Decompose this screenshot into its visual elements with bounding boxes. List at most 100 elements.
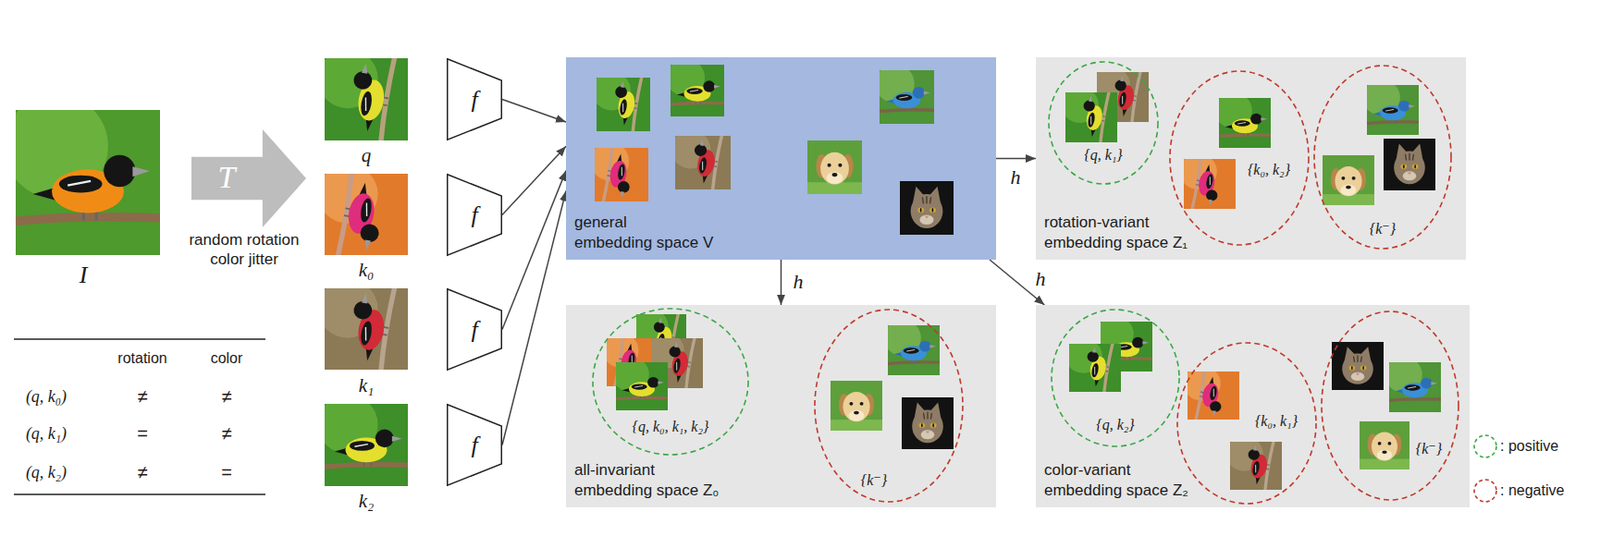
bird-head: [693, 143, 708, 158]
thumbnail-content: [1383, 138, 1436, 191]
branch: [1218, 135, 1271, 138]
bird-figure: [879, 86, 935, 113]
bird-figure: [684, 135, 727, 190]
bird-head: [702, 80, 715, 92]
bird-wing: [349, 441, 375, 452]
dog-face: [820, 152, 850, 185]
bird-head: [647, 377, 659, 388]
background-blur: [615, 362, 650, 393]
positive-ellipse: {q, k₀, k₁, k₂}: [591, 307, 750, 456]
background-blur: [670, 64, 705, 97]
bird-wing: [698, 157, 708, 174]
dog-eye: [1378, 442, 1382, 446]
cat-nose: [1355, 373, 1360, 377]
table-row-label: (q, k₂): [25, 462, 67, 484]
cat-pupil: [1362, 366, 1365, 370]
bird-beak: [132, 166, 150, 177]
bird-beak: [361, 62, 370, 74]
transform-arrow: T: [191, 129, 307, 228]
bird-figure: [1239, 442, 1280, 491]
thumbnail-image: [1359, 421, 1410, 470]
embedding-space-box: color-variant embedding space Z₂{q, k₂}{…: [1035, 305, 1470, 508]
thumbnail-content: [1389, 362, 1441, 413]
bird-figure: [15, 155, 160, 227]
table-cell: ≠: [137, 385, 148, 409]
bird-head: [1420, 378, 1432, 390]
bird-head: [912, 86, 925, 99]
thumbnail-image: [1065, 328, 1121, 408]
dog-face: [1334, 166, 1362, 197]
bird-head: [1398, 100, 1410, 112]
connector-arrow: [502, 146, 567, 215]
image-background: [901, 397, 954, 450]
legend-sample: [1474, 480, 1497, 503]
table-header: color: [210, 349, 244, 369]
cat-nose: [924, 216, 930, 220]
table-cell: ≠: [137, 461, 148, 485]
node-shape: [1320, 310, 1460, 502]
trapezoid-outline: [447, 174, 503, 257]
cat-eye: [930, 422, 937, 429]
thumbnail-image: [318, 31, 408, 169]
thumbnail-content: [1069, 344, 1121, 393]
bird-wing: [1404, 384, 1421, 391]
cat-eye: [929, 207, 936, 213]
thumbnail-content: [324, 404, 408, 487]
thumbnail-image: [590, 129, 649, 219]
node-shape: [191, 129, 307, 228]
cat-muzzle: [1403, 171, 1417, 181]
wing-bar: [1254, 465, 1257, 473]
thumbnail-content: [1331, 342, 1384, 391]
cat-eye: [1400, 163, 1407, 170]
table-header: rotation: [117, 349, 167, 369]
wing-bar: [363, 98, 369, 111]
bird-figure: [339, 288, 403, 370]
thumbnail-content: [879, 70, 935, 124]
image-background: [1331, 342, 1384, 391]
bird-wing: [1090, 362, 1100, 378]
node-shape: [1047, 61, 1159, 185]
wing-bar: [1093, 367, 1096, 375]
wing-bar: [67, 181, 91, 186]
line-spacer: [689, 460, 741, 477]
thumbnail-content: [887, 325, 940, 376]
ellipse-outline: [1051, 309, 1180, 447]
table-cell: =: [221, 461, 233, 485]
bird-beak: [1430, 381, 1438, 386]
bird-beak: [620, 80, 626, 88]
branch: [615, 397, 668, 401]
bird-wing: [358, 320, 373, 347]
bird-beak: [657, 381, 665, 385]
table-cell: ≠: [221, 385, 233, 409]
bird-figure: [1191, 371, 1231, 420]
branch: [15, 217, 160, 227]
thumbnail-image: [1183, 355, 1240, 435]
thumbnail-image: [872, 320, 956, 376]
bird-beak: [674, 341, 679, 348]
wing-bar: [675, 362, 678, 371]
edge-label: h: [1033, 266, 1048, 293]
image-background: [807, 140, 862, 195]
image-label: I: [79, 260, 88, 292]
thumbnail-image: [1322, 155, 1375, 206]
bird-beak: [1211, 410, 1217, 418]
bird-head: [1132, 337, 1144, 349]
background-blur: [15, 110, 109, 199]
thumbnail-image: [0, 94, 204, 256]
bird-wing: [618, 98, 628, 116]
wing-bar: [363, 327, 369, 341]
background-blur: [1389, 362, 1423, 394]
cat-pupil: [932, 423, 935, 429]
positive-ellipse: {q, k₂}: [1050, 308, 1181, 448]
connector-arrow: [780, 259, 783, 306]
node-label: {k⁻}: [861, 471, 887, 492]
bird-figure: [1078, 344, 1119, 393]
bird-figure: [1187, 159, 1228, 210]
thumbnail-content: [596, 77, 651, 132]
table-rule: [13, 338, 266, 340]
bird-wing: [686, 87, 702, 95]
bird-beak: [1120, 74, 1125, 82]
bird-head: [1247, 448, 1261, 461]
ellipse-outline: [592, 308, 749, 456]
